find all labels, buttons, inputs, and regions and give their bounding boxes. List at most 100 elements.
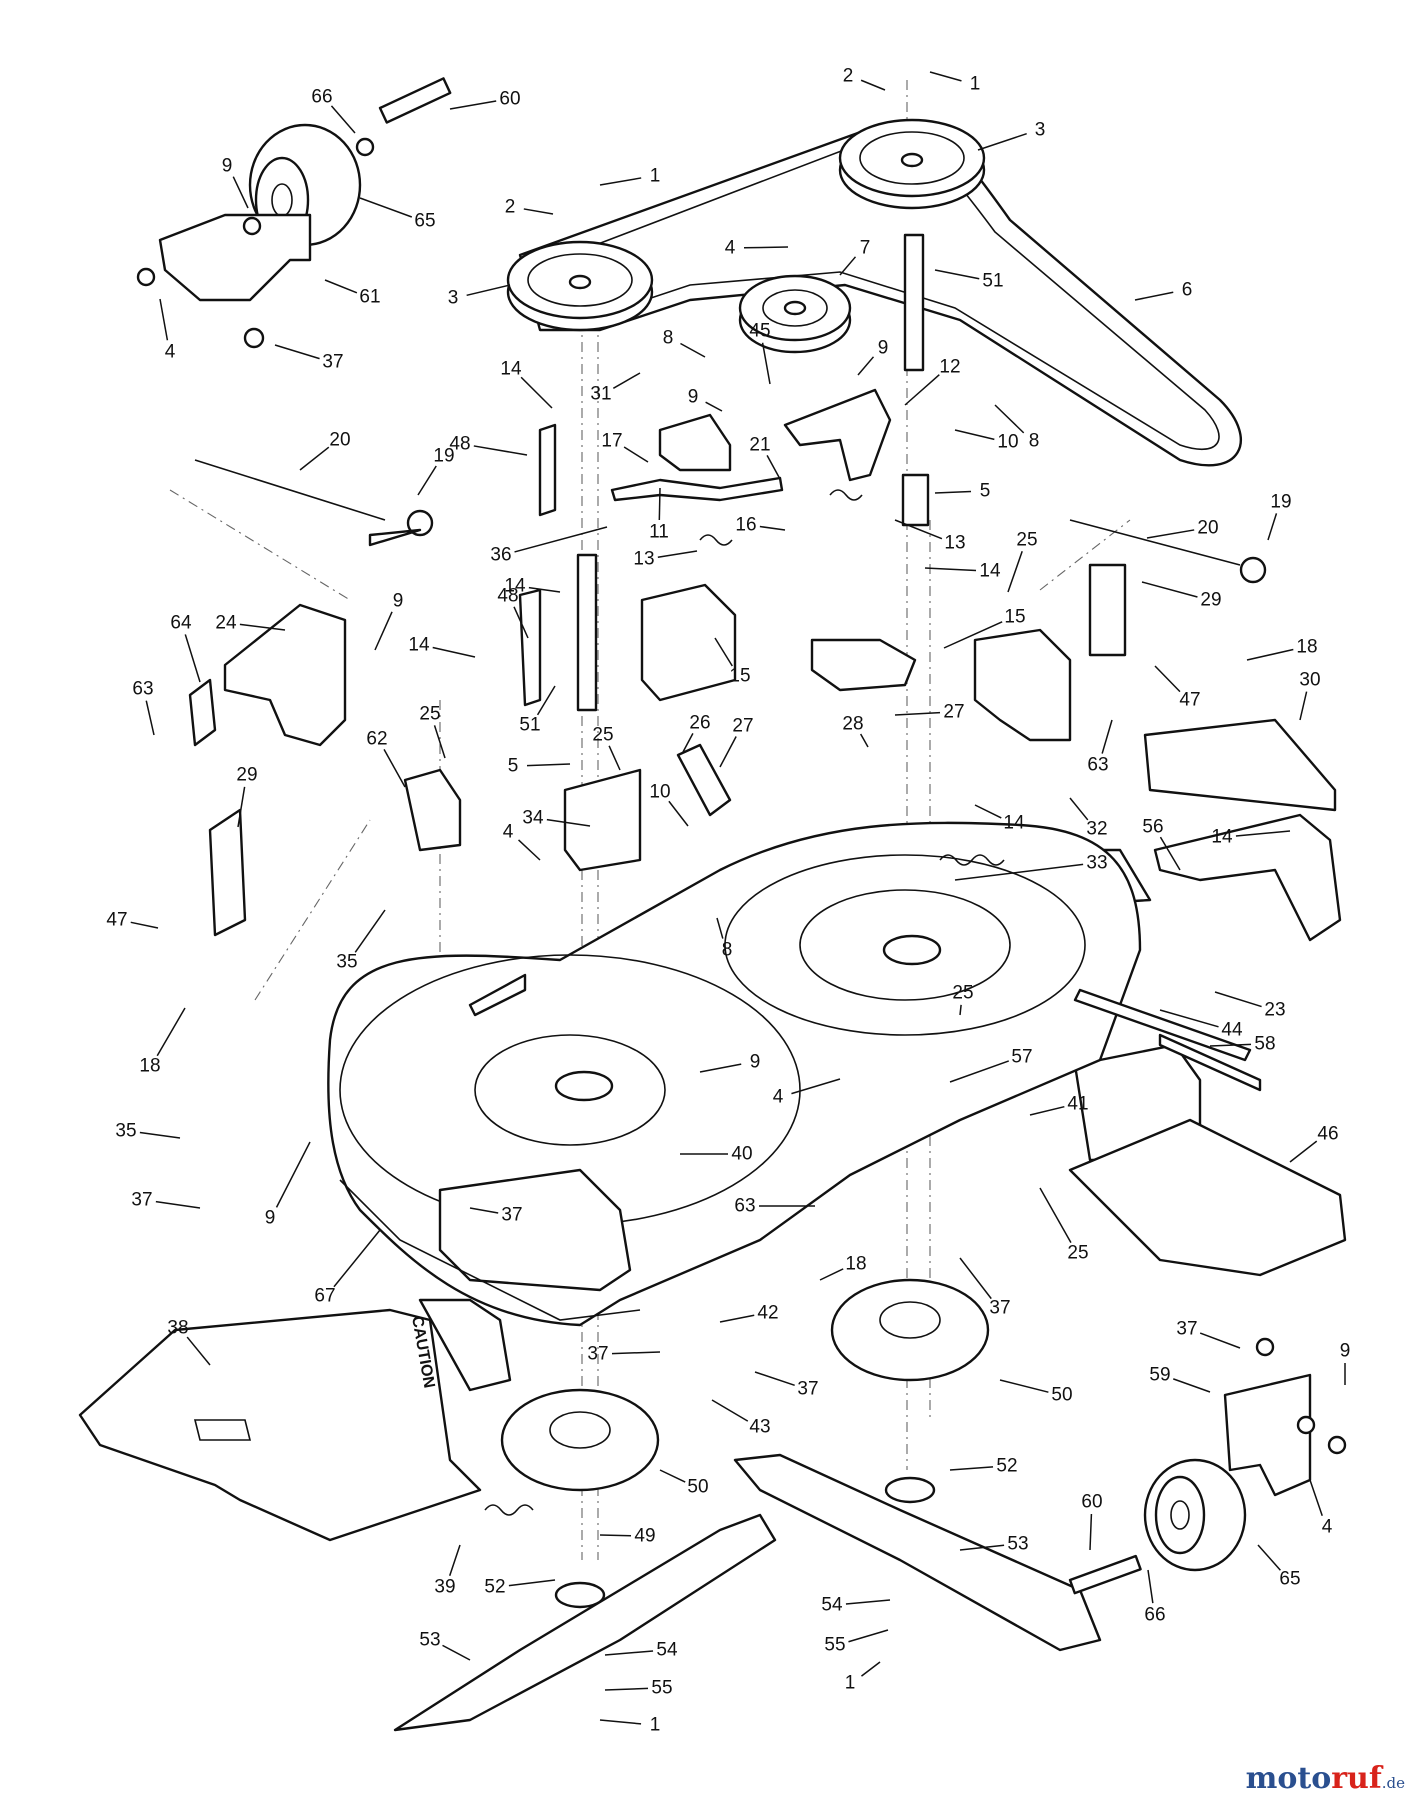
callout-number: 16 xyxy=(735,515,756,536)
callout-number: 14 xyxy=(1211,827,1233,848)
callout-52: 52 xyxy=(484,1577,556,1598)
callout-number: 17 xyxy=(601,431,622,452)
idler-pulley xyxy=(738,274,852,354)
callout-9: 9 xyxy=(374,591,404,651)
callout-leader-line xyxy=(1289,1140,1318,1163)
callout-leader-line xyxy=(1147,1569,1154,1604)
callout-18: 18 xyxy=(1246,637,1318,661)
callout-leader-line xyxy=(1089,1513,1093,1551)
callout-55: 55 xyxy=(604,1678,673,1699)
callout-number: 35 xyxy=(115,1121,136,1142)
callout-15: 15 xyxy=(714,637,751,687)
callout-leader-line xyxy=(432,646,476,658)
callout-leader-line xyxy=(959,1257,992,1300)
callout-leader-line xyxy=(1235,830,1291,837)
callout-number: 9 xyxy=(393,591,404,612)
callout-number: 63 xyxy=(132,679,153,700)
callout-13: 13 xyxy=(633,549,698,570)
callout-14: 14 xyxy=(408,635,476,658)
callout-3: 3 xyxy=(977,120,1045,151)
callout-number: 36 xyxy=(490,545,511,566)
callout-18: 18 xyxy=(139,1007,186,1077)
callout-leader-line xyxy=(1257,1544,1281,1571)
callout-number: 57 xyxy=(1011,1047,1032,1068)
callout-17: 17 xyxy=(601,431,649,463)
callout-number: 9 xyxy=(265,1208,276,1229)
callout-number: 60 xyxy=(1081,1492,1102,1513)
callout-1: 1 xyxy=(929,71,980,95)
callout-number: 9 xyxy=(1340,1341,1351,1362)
callout-1: 1 xyxy=(599,166,660,187)
callout-leader-line xyxy=(759,525,786,531)
callout-number: 9 xyxy=(878,338,889,359)
callout-number: 46 xyxy=(1317,1124,1338,1145)
callout-number: 47 xyxy=(1179,690,1200,711)
callout-65: 65 xyxy=(1257,1544,1301,1590)
callout-leader-line xyxy=(949,1466,994,1471)
callout-27: 27 xyxy=(894,702,965,723)
callout-67: 67 xyxy=(314,1229,381,1307)
callout-29: 29 xyxy=(236,765,258,828)
callout-27: 27 xyxy=(719,716,754,768)
callout-number: 54 xyxy=(656,1640,678,1661)
callout-number: 25 xyxy=(1016,530,1037,551)
callout-number: 54 xyxy=(821,1595,843,1616)
callout-number: 66 xyxy=(1144,1605,1165,1626)
callout-9: 9 xyxy=(699,1052,760,1073)
callout-number: 30 xyxy=(1299,670,1320,691)
callout-36: 36 xyxy=(490,526,608,566)
callout-leader-line xyxy=(716,917,724,939)
callout-leader-line xyxy=(1159,836,1181,871)
callout-number: 37 xyxy=(989,1298,1010,1319)
callout-number: 20 xyxy=(1197,518,1218,539)
callout-leader-line xyxy=(860,79,886,91)
callout-leader-line xyxy=(239,623,286,631)
callout-38: 38 xyxy=(167,1318,211,1366)
callout-number: 32 xyxy=(1086,819,1107,840)
callout-number: 15 xyxy=(1004,607,1025,628)
callout-43: 43 xyxy=(711,1399,771,1438)
callout-leader-line xyxy=(417,465,437,496)
callout-leader-line xyxy=(1029,1105,1065,1116)
callout-number: 34 xyxy=(522,808,544,829)
callout-leader-line xyxy=(1039,1187,1072,1244)
callout-leader-line xyxy=(943,621,1003,649)
callout-37: 37 xyxy=(274,344,344,373)
callout-54: 54 xyxy=(821,1595,891,1616)
callout-leader-line xyxy=(473,445,528,456)
callout-number: 2 xyxy=(505,197,516,218)
callout-number: 40 xyxy=(731,1144,752,1165)
spindle-pulley-right xyxy=(838,118,986,210)
callout-number: 28 xyxy=(842,714,863,735)
callout-leader-line xyxy=(1209,1043,1252,1047)
callout-number: 1 xyxy=(650,1715,661,1736)
callout-63: 63 xyxy=(132,679,155,736)
callout-leader-line xyxy=(904,374,940,406)
callout-40: 40 xyxy=(680,1144,753,1165)
callout-leader-line xyxy=(929,71,962,82)
callout-20: 20 xyxy=(299,430,351,471)
callout-number: 59 xyxy=(1149,1365,1170,1386)
callout-60: 60 xyxy=(449,89,521,110)
callout-25: 25 xyxy=(1007,530,1038,593)
callout-leader-line xyxy=(974,804,1002,819)
callout-8: 8 xyxy=(663,328,706,358)
callout-leader-line xyxy=(155,1200,201,1209)
callout-number: 24 xyxy=(215,613,237,634)
callout-53: 53 xyxy=(959,1534,1029,1555)
callout-leader-line xyxy=(469,1207,499,1214)
callout-number: 19 xyxy=(433,446,454,467)
callout-57: 57 xyxy=(949,1047,1033,1083)
callout-number: 42 xyxy=(757,1303,778,1324)
callout-leader-line xyxy=(599,1719,642,1725)
callout-number: 43 xyxy=(749,1417,770,1438)
discharge-chute: CAUTION xyxy=(78,1298,512,1542)
callout-number: 13 xyxy=(944,533,965,554)
callout-44: 44 xyxy=(1159,1009,1243,1041)
callout-number: 7 xyxy=(860,238,871,259)
callout-leader-line xyxy=(954,429,995,441)
callout-number: 62 xyxy=(366,729,387,750)
callout-number: 4 xyxy=(165,342,176,363)
callout-leader-line xyxy=(857,356,875,376)
